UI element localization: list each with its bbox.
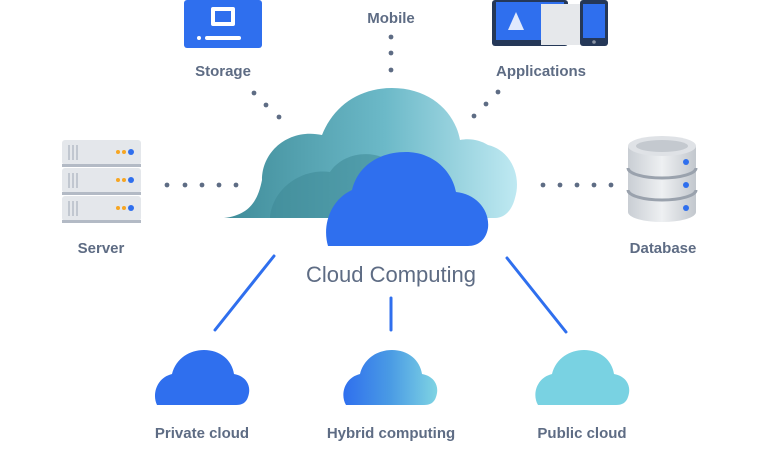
dotted-connectors: [164, 34, 614, 188]
solid-connectors: [213, 254, 568, 334]
node-label-database: Database: [629, 240, 697, 257]
hybrid-cloud-icon: [343, 350, 438, 405]
node-label-mobile: Mobile: [367, 10, 415, 27]
applications-icon: [492, 0, 608, 46]
central-cloud-icon: [224, 88, 517, 246]
storage-icon: [184, 0, 262, 48]
diagram-title: Cloud Computing: [306, 262, 476, 287]
private-cloud-icon: [154, 350, 250, 405]
node-label-hybrid-computing: Hybrid computing: [326, 425, 456, 442]
public-cloud-icon: [535, 350, 630, 405]
node-label-public-cloud: Public cloud: [537, 425, 627, 442]
database-icon: [626, 136, 698, 222]
node-label-private-cloud: Private cloud: [154, 425, 250, 442]
node-label-server: Server: [77, 240, 125, 257]
node-label-storage: Storage: [195, 63, 251, 80]
node-label-applications: Applications: [495, 63, 586, 80]
server-icon: [62, 140, 141, 223]
